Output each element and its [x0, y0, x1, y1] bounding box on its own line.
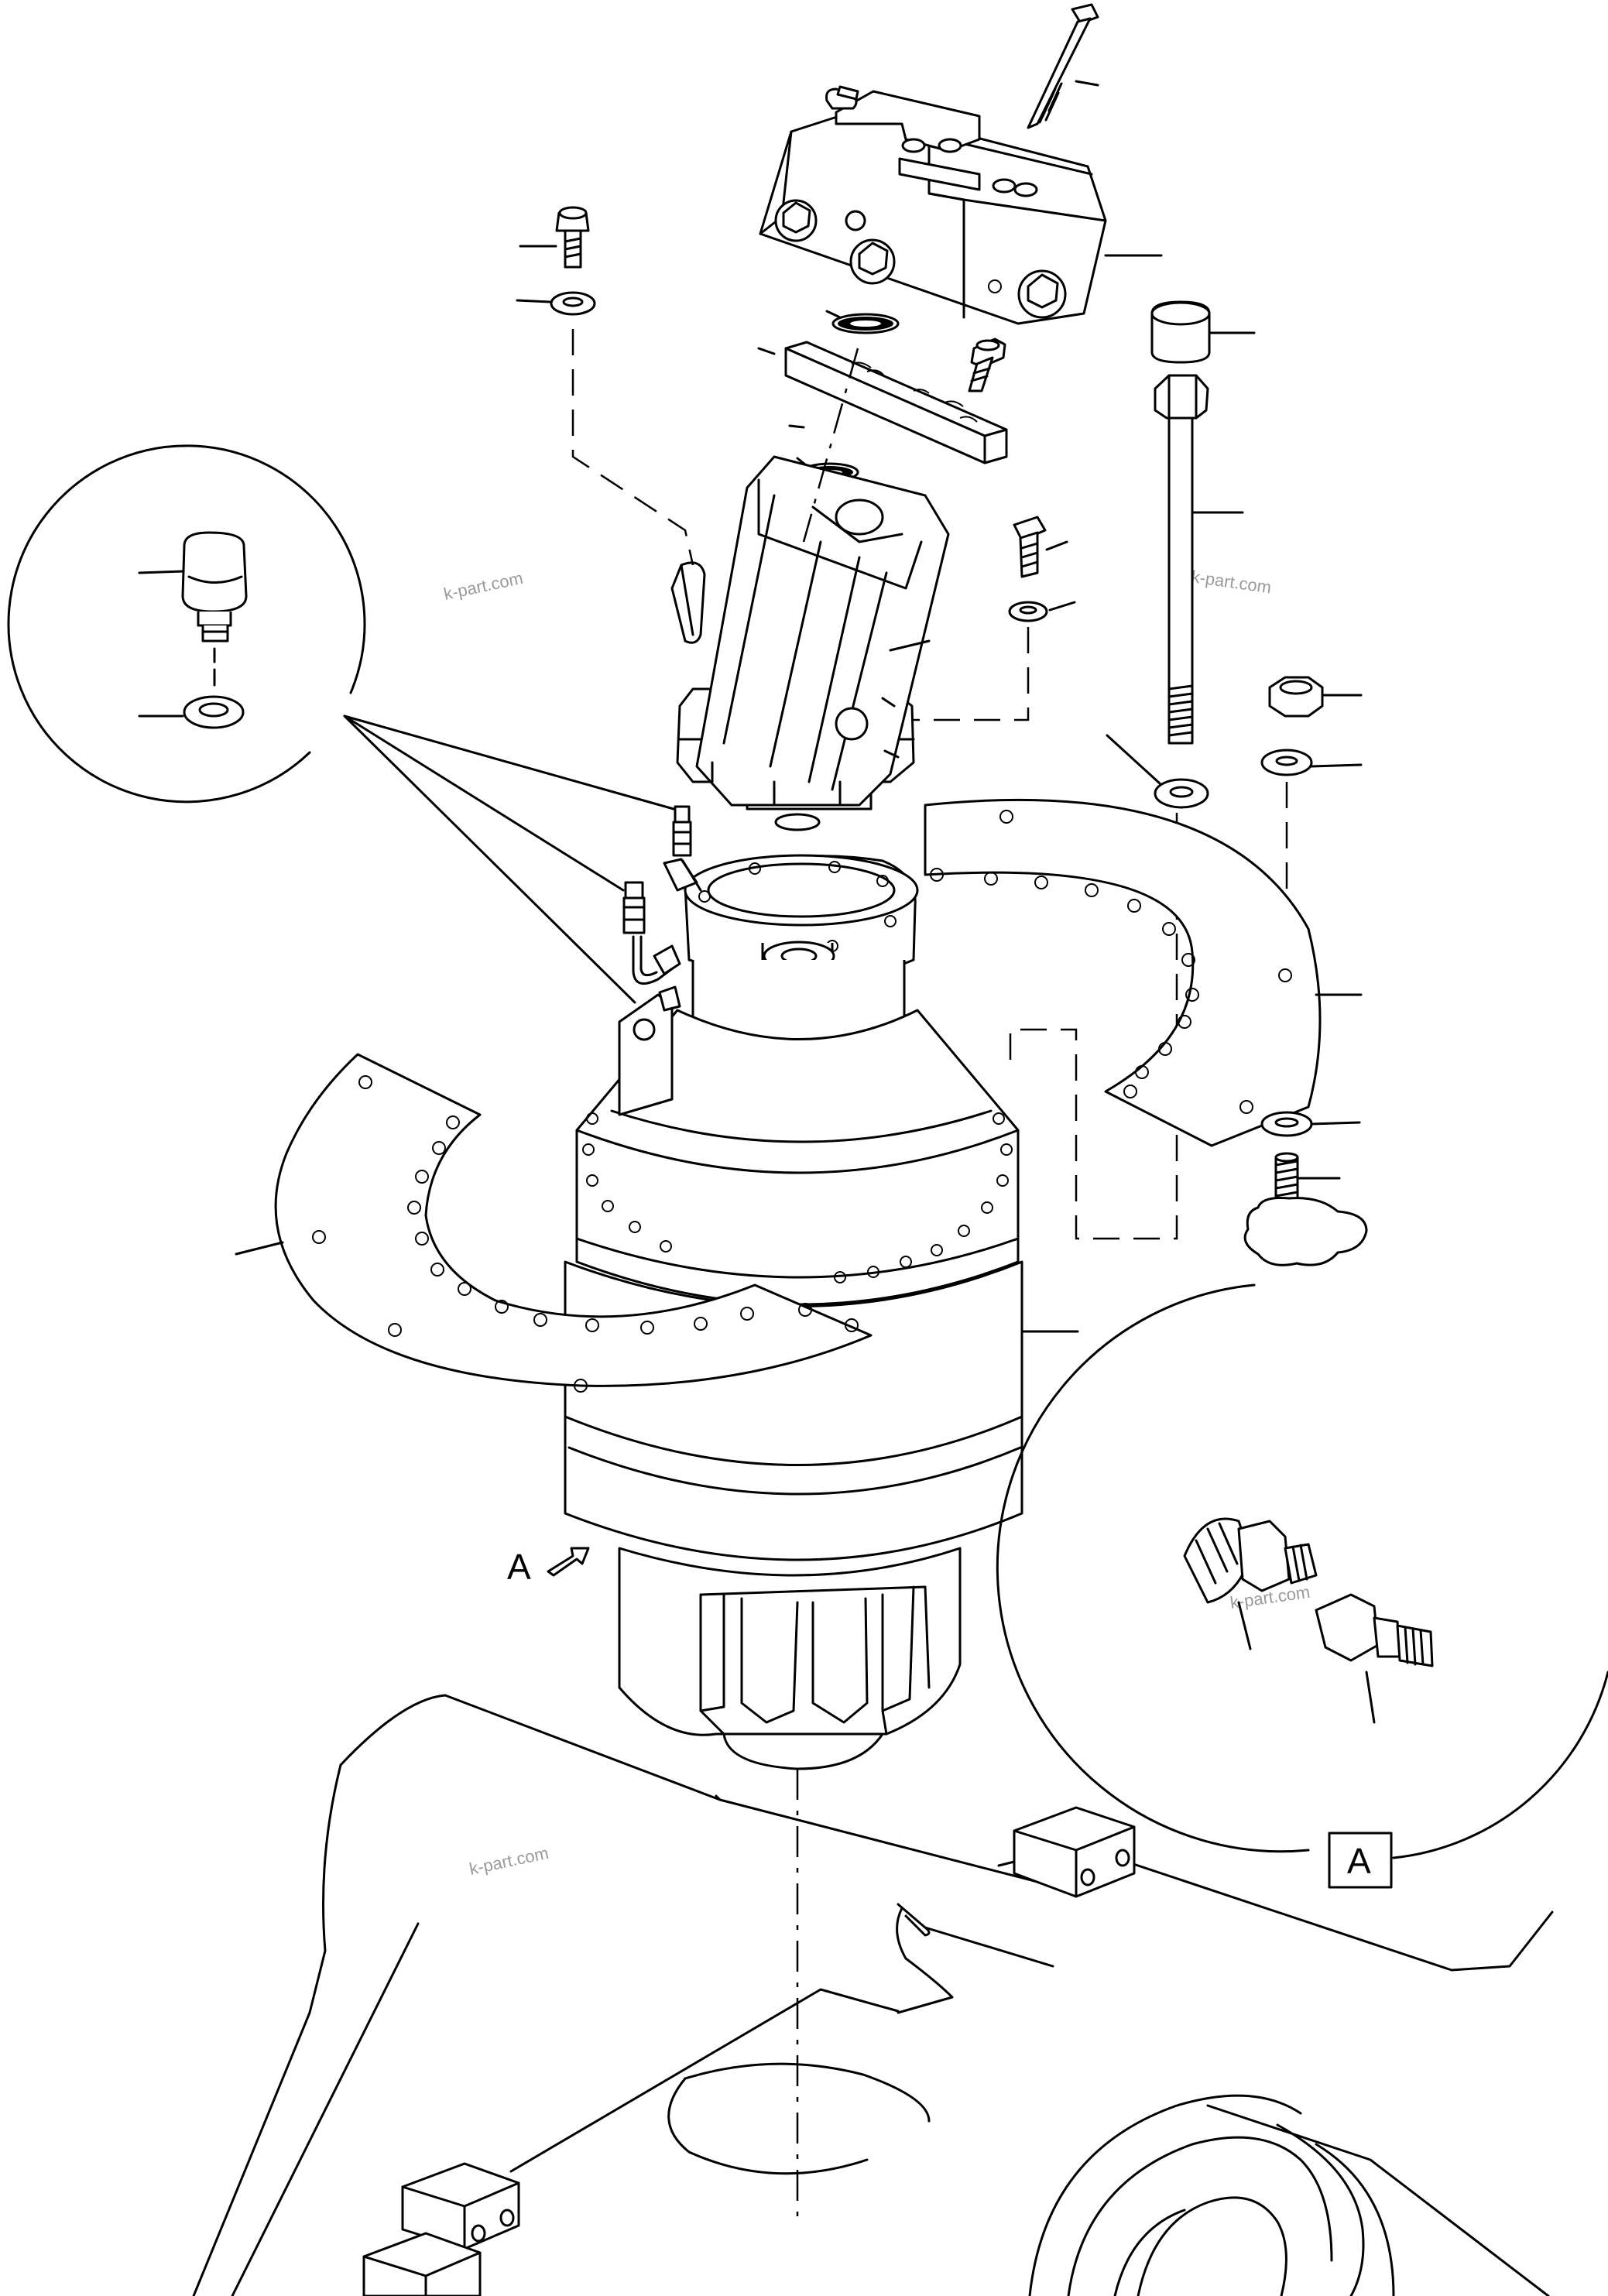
detail-circle-breather [7, 444, 675, 1004]
watermark-1: k-part.com [442, 568, 525, 604]
breather-washer [183, 695, 245, 729]
straight-fitting [1315, 1593, 1434, 1667]
connector-block-lower-2 [362, 2232, 482, 2296]
tie-rod-bolt [1154, 374, 1244, 745]
view-a-indicator: A [507, 1547, 590, 1587]
hydraulic-swing-motor [670, 455, 950, 831]
valve-plug-1 [774, 199, 818, 242]
swing-reduction-gearbox [564, 854, 1079, 1770]
valve-plug-2 [849, 238, 896, 285]
watermark-2: k-part.com [1190, 567, 1272, 597]
tie-rod-cap [1150, 300, 1256, 364]
o-ring-upper [831, 313, 900, 334]
view-a-label: A [507, 1547, 531, 1587]
connector-block-upper [997, 1806, 1136, 1898]
washer-left [516, 291, 596, 316]
relief-valve-block [759, 85, 1163, 325]
swivel-fitting [1183, 1517, 1318, 1604]
revolving-frame [192, 1694, 1554, 2296]
detail-a-box [1328, 1832, 1393, 1889]
shim-plate-right [924, 798, 1363, 1147]
detail-circle-a: A [996, 1283, 1608, 1889]
tie-rod-washer [1106, 734, 1209, 809]
washer-right [1008, 601, 1076, 622]
connector-block-lower-1 [401, 2162, 520, 2250]
grease-fittings [622, 805, 702, 1012]
washer-lower-right [1260, 1111, 1361, 1137]
breather-cap [181, 531, 248, 643]
detail-a-box-label: A [1347, 1841, 1371, 1881]
watermark-3: k-part.com [468, 1843, 550, 1879]
adjusting-screw [1243, 1152, 1368, 1266]
socket-head-screw [968, 338, 1006, 392]
lock-nut [1268, 676, 1363, 718]
bolt-right [1013, 516, 1068, 578]
shim-plate-left [235, 1053, 873, 1393]
valve-plug-3 [1017, 269, 1067, 319]
adapter-plate [757, 341, 1008, 464]
flat-washer-right [1260, 749, 1363, 776]
bolt-left [519, 206, 590, 269]
valve-mounting-bolt [1027, 3, 1099, 129]
